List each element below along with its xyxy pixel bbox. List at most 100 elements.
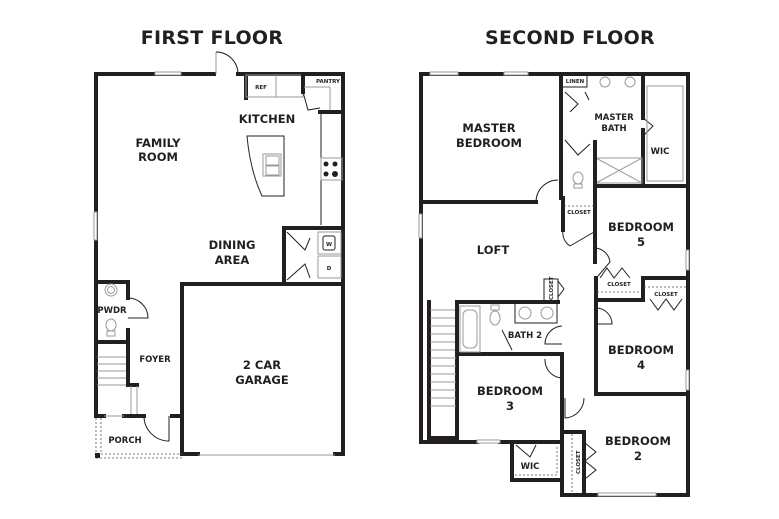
closet-door xyxy=(599,267,631,279)
window xyxy=(93,211,98,241)
wall xyxy=(510,440,564,482)
closet-label: CLOSET xyxy=(549,276,555,300)
pantry-label: PANTRY xyxy=(316,79,341,85)
master-bedroom-label: MASTER xyxy=(462,121,515,135)
bath-2-label: BATH 2 xyxy=(508,331,542,341)
toilet-tank xyxy=(490,304,500,311)
burner-icon xyxy=(332,171,338,177)
first-floor-title: FIRST FLOOR xyxy=(141,27,284,49)
bedroom5-door xyxy=(594,247,611,277)
bedroom2-door xyxy=(564,397,585,419)
wall xyxy=(282,226,345,285)
sink xyxy=(262,153,282,177)
wall xyxy=(560,186,690,497)
wall xyxy=(560,430,586,496)
second-floor-plan: SECOND FLOOR MASTER BEDROOM LINEN WIC MA… xyxy=(418,27,690,497)
closet-door-swing xyxy=(562,229,571,247)
toilet xyxy=(105,318,117,332)
second-floor-title: SECOND FLOOR xyxy=(485,27,655,49)
laundry-door xyxy=(286,231,311,251)
burner-icon xyxy=(332,161,338,167)
burner-icon xyxy=(323,171,329,177)
sink-basin xyxy=(265,155,280,166)
dryer-label: D xyxy=(327,266,332,272)
window xyxy=(685,369,690,391)
cabinet xyxy=(275,74,304,98)
vanity xyxy=(514,302,558,324)
closet-door xyxy=(584,442,597,480)
sink-basin xyxy=(265,165,280,176)
bedroom-3-label: BEDROOM xyxy=(477,384,543,398)
window xyxy=(154,71,182,76)
porch-label: PORCH xyxy=(108,436,141,446)
pwdr-label: PWDR xyxy=(97,306,127,316)
linen-closet xyxy=(561,74,588,88)
wic-rod xyxy=(515,445,558,476)
washer xyxy=(317,231,342,255)
closet-door xyxy=(649,298,683,311)
master-bath-label: MASTER xyxy=(594,113,634,123)
dryer xyxy=(317,255,342,279)
stair-wall xyxy=(427,300,459,440)
pwdr-door xyxy=(127,297,149,319)
pwdr-sink-basin xyxy=(107,286,115,294)
sink xyxy=(540,306,554,320)
bedroom-4-label: 4 xyxy=(637,358,645,372)
sink xyxy=(599,76,611,88)
master-bath-label: BATH xyxy=(601,124,626,134)
pantry-shelf xyxy=(304,86,331,110)
dining-area-label: DINING xyxy=(209,238,256,252)
closet-label: CLOSET xyxy=(654,292,678,298)
master-door xyxy=(535,179,559,203)
closet-door xyxy=(569,231,595,247)
sink xyxy=(518,306,532,320)
closet-label: CLOSET xyxy=(567,210,591,216)
washer-label: W xyxy=(326,242,332,248)
pwdr-sink xyxy=(104,283,118,297)
toilet xyxy=(572,171,584,185)
foyer-label: FOYER xyxy=(139,355,171,365)
laundry-door xyxy=(286,263,311,281)
bath-door-swing xyxy=(544,325,563,345)
closet-label: CLOSET xyxy=(607,282,631,288)
porch-post xyxy=(95,453,100,458)
wic-label: WIC xyxy=(521,462,540,472)
bedroom-3-label: 3 xyxy=(506,399,514,413)
wic-door xyxy=(642,117,654,137)
window xyxy=(597,492,657,497)
window xyxy=(429,71,459,76)
dining-area-label: AREA xyxy=(215,253,250,267)
window xyxy=(503,71,529,76)
bedroom-5-label: 5 xyxy=(637,235,645,249)
kitchen-label: KITCHEN xyxy=(239,112,296,126)
bath-door xyxy=(564,91,590,113)
stairs xyxy=(97,356,128,386)
wic-label: WIC xyxy=(651,147,670,157)
bedroom-4-label: BEDROOM xyxy=(608,343,674,357)
closet-label: CLOSET xyxy=(576,450,582,474)
garage-label: 2 CAR xyxy=(243,358,281,372)
washer-outline xyxy=(322,235,336,251)
bedroom-2-label: BEDROOM xyxy=(605,434,671,448)
wic-door xyxy=(515,444,537,458)
shower-x xyxy=(595,157,643,184)
closet-door xyxy=(557,280,565,298)
railing xyxy=(130,386,138,415)
bedroom-5-label: BEDROOM xyxy=(608,220,674,234)
toilet-tank xyxy=(573,183,583,189)
bedroom3-door xyxy=(544,358,563,379)
ref-label: REF xyxy=(255,85,267,91)
wic-shelf xyxy=(646,85,684,182)
sink xyxy=(624,76,636,88)
loft-label: LOFT xyxy=(477,243,510,257)
bath-door xyxy=(501,329,513,351)
family-room-label: FAMILY xyxy=(135,136,181,150)
bathtub xyxy=(459,305,481,353)
window xyxy=(418,213,423,239)
window xyxy=(685,249,690,271)
toilet xyxy=(489,310,501,326)
bedroom4-door xyxy=(595,307,613,325)
stairs xyxy=(430,309,456,407)
kitchen-island xyxy=(246,135,285,197)
linen-label: LINEN xyxy=(566,79,585,85)
